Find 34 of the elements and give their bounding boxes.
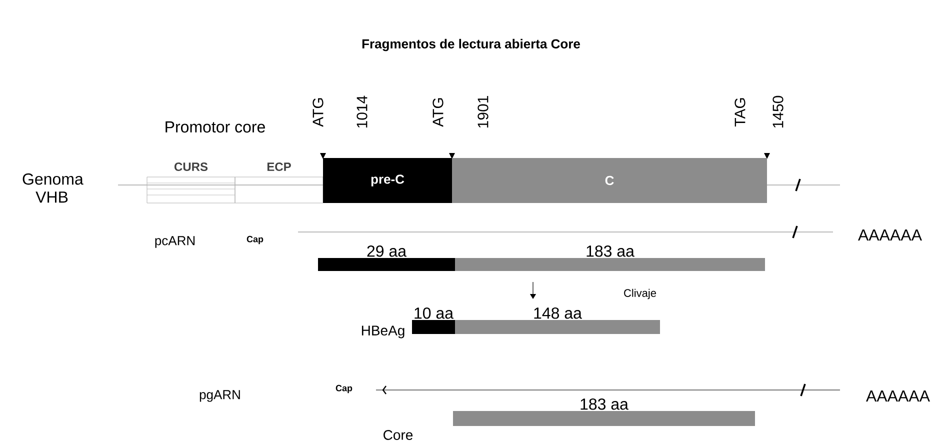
- label-text: HBeAg: [362, 326, 404, 338]
- label-text: Genoma VHB: [22, 173, 84, 203]
- protein-bar: 29 aa: [318, 245, 455, 271]
- node-label: CURS: [174, 162, 208, 172]
- hatched-box: CURS: [146, 162, 236, 204]
- protein-bar: 183 aa: [453, 398, 755, 426]
- label-text: AAAAAA: [858, 230, 922, 240]
- node-label: 183 aa: [580, 398, 628, 410]
- label-text: pcARN: [155, 236, 195, 248]
- label-text: ATG: [312, 98, 324, 127]
- label-text: 1901: [478, 96, 488, 128]
- gene-box: pre-C: [323, 158, 452, 203]
- promoter-box: ECP: [234, 162, 324, 204]
- title: Fragmentos de lectura abierta Core: [362, 38, 580, 52]
- label-text: TAG: [734, 98, 746, 127]
- node-label: 10 aa: [414, 307, 454, 319]
- protein-bar: 183 aa: [455, 245, 765, 271]
- label-text: Promotor core: [166, 121, 265, 133]
- gene-box: C: [452, 158, 767, 203]
- label-text: AAAAAA: [866, 390, 930, 402]
- label-text: ATG: [432, 98, 444, 127]
- node-label: 148 aa: [534, 307, 582, 319]
- node-label: ECP: [267, 162, 291, 172]
- label-text: Core: [384, 430, 413, 440]
- protein-bar: 10 aa: [412, 307, 455, 334]
- label-text: 1014: [356, 96, 368, 128]
- label-text: Cap: [336, 384, 352, 394]
- node-label: 29 aa: [367, 245, 406, 257]
- label-text: Clivaje: [624, 288, 656, 300]
- label-text: pgARN: [200, 390, 240, 402]
- node-label: 183 aa: [586, 245, 634, 257]
- label-text: Cap: [246, 236, 264, 244]
- protein-bar: 148 aa: [455, 307, 660, 334]
- label-text: 1450: [772, 96, 784, 128]
